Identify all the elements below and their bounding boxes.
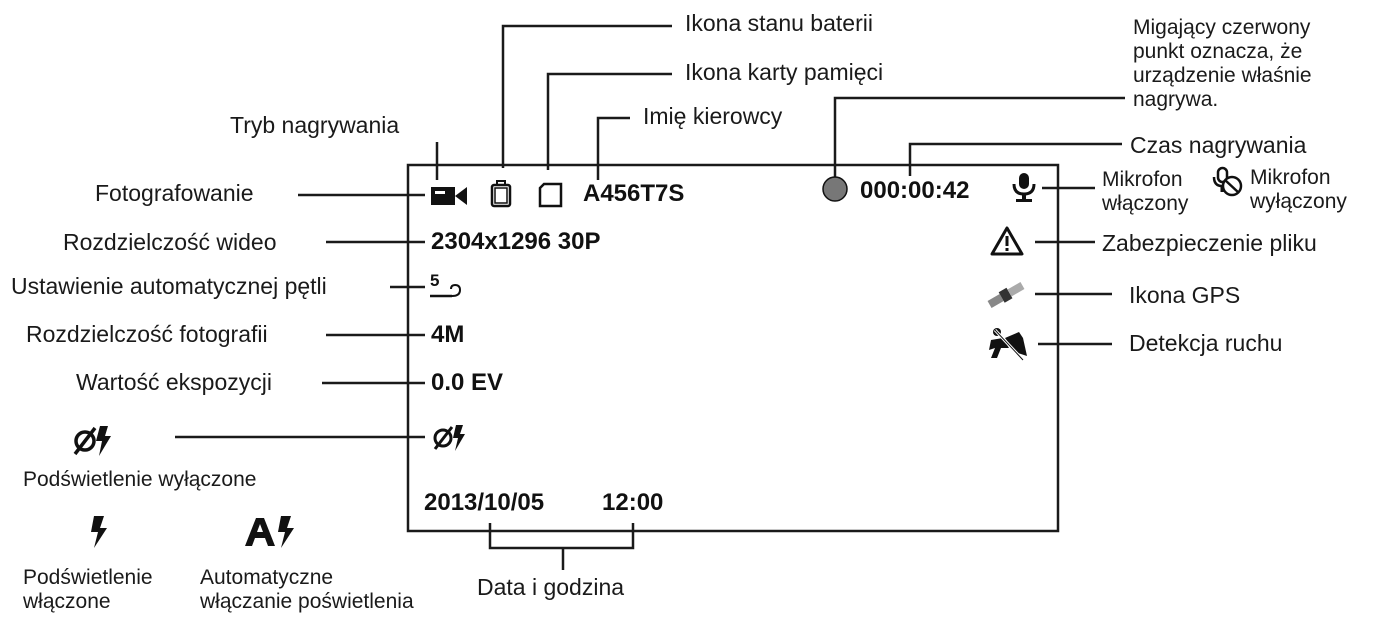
label-mic-off: Mikrofon wyłączony: [1250, 166, 1347, 213]
screen-frame: [406, 163, 1060, 533]
leader-battery: [501, 24, 672, 168]
flash-on-icon: [89, 515, 109, 554]
microphone-icon: [1011, 172, 1037, 209]
label-auto-loop: Ustawienie automatycznej pętli: [11, 273, 327, 299]
label-photo-resolution: Rozdzielczość fotografii: [26, 321, 268, 347]
photo-resolution: 4M: [431, 321, 465, 348]
leader-driver-name: [596, 116, 630, 180]
label-auto-backlight: Automatyczne włączanie poświetlenia: [200, 566, 414, 613]
label-exposure: Wartość ekspozycji: [76, 369, 272, 395]
recording-dot-icon: [821, 175, 849, 208]
battery-icon: [490, 180, 512, 213]
recording-time: 000:00:42: [860, 177, 970, 204]
loop-value: 5: [430, 271, 440, 290]
label-photographing: Fotografowanie: [95, 180, 254, 206]
leader-blinking-dot: [833, 96, 1125, 180]
label-battery: Ikona stanu baterii: [685, 10, 873, 36]
loop-icon: [428, 274, 464, 305]
label-mic-on: Mikrofon włączony: [1102, 168, 1189, 215]
leader-datetime: [488, 523, 635, 550]
label-gps: Ikona GPS: [1129, 282, 1241, 308]
time-value: 12:00: [602, 489, 664, 516]
warning-triangle-icon: [990, 226, 1024, 261]
flash-off-legend-icon: [72, 424, 112, 463]
video-resolution: 2304x1296 30P: [431, 228, 601, 255]
exposure-value: 0.0 EV: [431, 369, 504, 396]
flash-auto-icon: [243, 515, 301, 554]
label-motion-detection: Detekcja ruchu: [1129, 330, 1283, 356]
date-value: 2013/10/05: [424, 489, 545, 516]
leader-rec-time: [908, 142, 1122, 176]
video-camera-icon: [431, 184, 467, 213]
label-blinking-dot: Migający czerwony punkt oznacza, że urzą…: [1133, 16, 1312, 111]
memory-card-icon: [538, 182, 564, 213]
microphone-off-icon: [1210, 166, 1244, 205]
driver-name: A456T7S: [583, 180, 685, 207]
label-driver-name: Imię kierowcy: [643, 103, 783, 129]
label-memory-card: Ikona karty pamięci: [685, 59, 884, 85]
label-video-resolution: Rozdzielczość wideo: [63, 229, 277, 255]
satellite-icon: [985, 280, 1027, 315]
label-file-protection: Zabezpieczenie pliku: [1102, 230, 1317, 256]
flash-off-icon: [432, 423, 466, 458]
leader-memory-card: [546, 72, 672, 170]
motion-detection-icon: [985, 326, 1029, 369]
label-date-time: Data i godzina: [477, 574, 625, 600]
label-recording-mode: Tryb nagrywania: [230, 112, 400, 138]
label-recording-time: Czas nagrywania: [1130, 132, 1307, 158]
label-backlight-on: Podświetlenie włączone: [23, 566, 153, 613]
label-backlight-off: Podświetlenie wyłączone: [23, 468, 257, 491]
